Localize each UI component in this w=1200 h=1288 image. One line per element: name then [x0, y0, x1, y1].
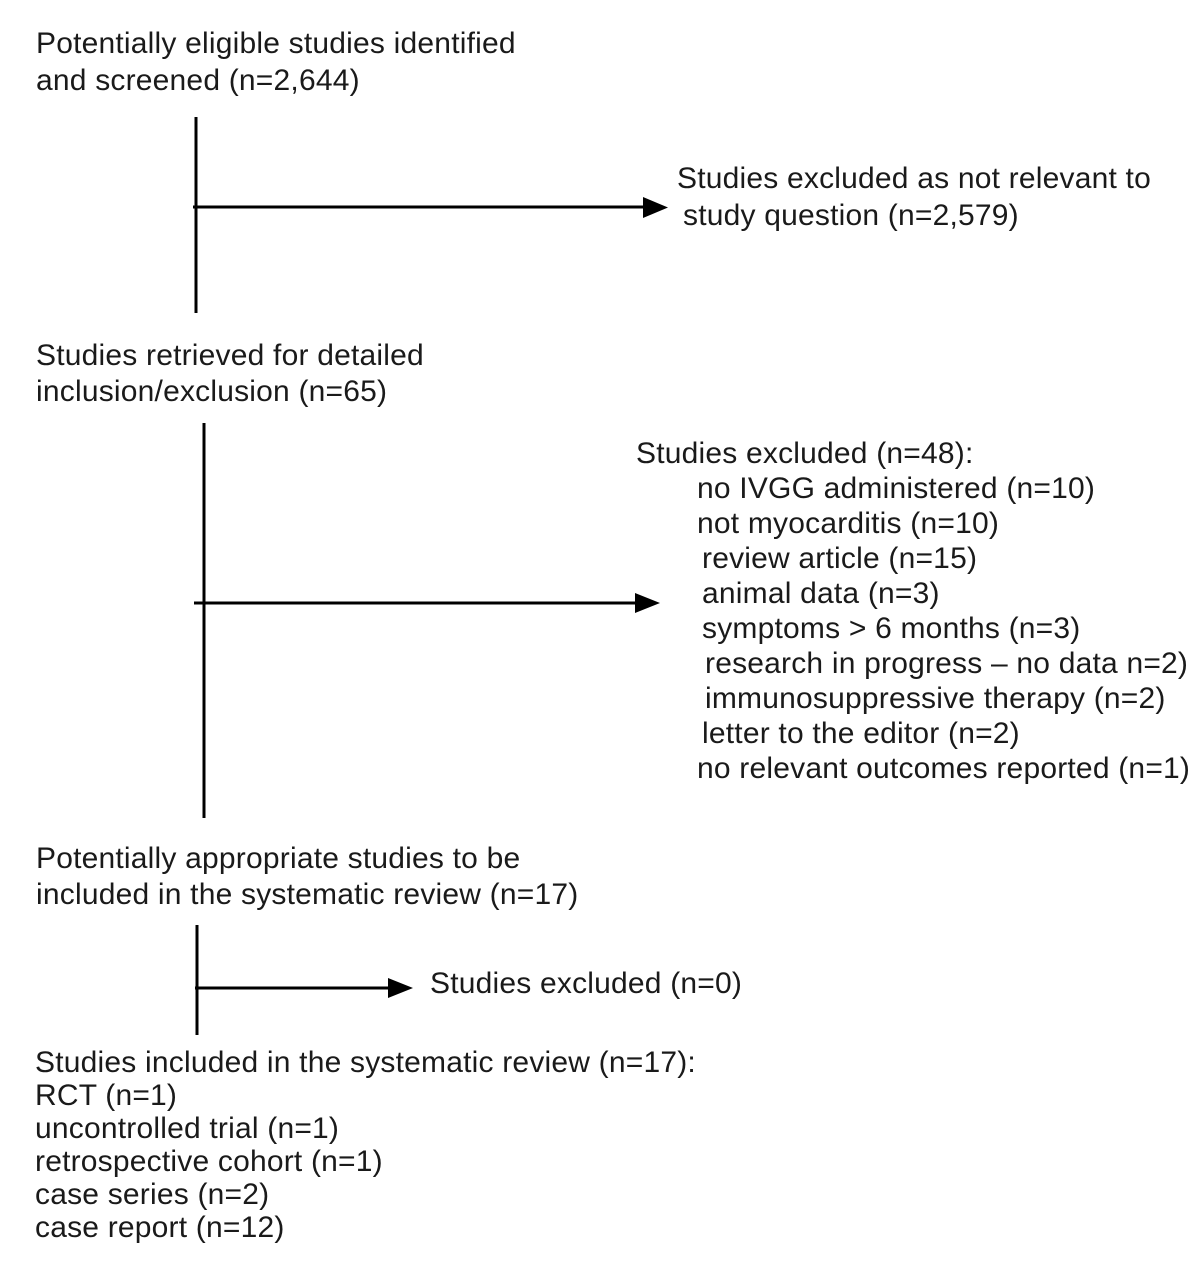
excluded-detail-item: animal data (n=3)	[702, 577, 940, 610]
included-item: case report (n=12)	[35, 1211, 285, 1244]
excluded-detail-item: letter to the editor (n=2)	[702, 717, 1020, 750]
included-item: uncontrolled trial (n=1)	[35, 1112, 340, 1145]
node-appropriate-line-1: Potentially appropriate studies to be	[36, 842, 521, 875]
excluded-detail-item: symptoms > 6 months (n=3)	[702, 612, 1081, 645]
included-item: case series (n=2)	[35, 1178, 270, 1211]
node-screened: Potentially eligible studies identified …	[36, 25, 516, 99]
excluded-detail-item: no relevant outcomes reported (n=1)	[697, 752, 1191, 785]
arrow-excluded-zero-head	[388, 978, 413, 998]
node-screened-line-2: and screened (n=2,644)	[36, 64, 360, 97]
arrow-excluded-not-relevant-head	[643, 197, 668, 218]
node-excluded-zero-label: Studies excluded (n=0)	[430, 967, 743, 1000]
node-retrieved-line-1: Studies retrieved for detailed	[36, 339, 424, 372]
excluded-detail-item: review article (n=15)	[702, 542, 978, 575]
excluded-detail-heading: Studies excluded (n=48):	[636, 437, 974, 470]
node-retrieved: Studies retrieved for detailed inclusion…	[36, 338, 424, 410]
excluded-detail-item: research in progress – no data n=2)	[705, 647, 1189, 680]
node-excluded-detail: Studies excluded (n=48): no IVGG adminis…	[636, 436, 1190, 786]
included-heading: Studies included in the systematic revie…	[35, 1046, 696, 1079]
excluded-detail-item: immunosuppressive therapy (n=2)	[705, 682, 1166, 715]
node-excluded-not-relevant: Studies excluded as not relevant to stud…	[677, 160, 1151, 234]
node-retrieved-line-2: inclusion/exclusion (n=65)	[36, 375, 388, 408]
node-excluded-zero: Studies excluded (n=0)	[430, 965, 742, 1002]
node-appropriate: Potentially appropriate studies to be in…	[36, 841, 578, 913]
node-screened-line-1: Potentially eligible studies identified	[36, 27, 516, 60]
node-excluded-not-relevant-line-2: study question (n=2,579)	[683, 199, 1019, 232]
excluded-detail-item: not myocarditis (n=10)	[697, 507, 1000, 540]
node-appropriate-line-2: included in the systematic review (n=17)	[36, 878, 579, 911]
node-included: Studies included in the systematic revie…	[35, 1046, 696, 1244]
included-item: retrospective cohort (n=1)	[35, 1145, 383, 1178]
excluded-detail-item: no IVGG administered (n=10)	[697, 472, 1096, 505]
arrow-excluded-detail-head	[635, 593, 660, 613]
included-item: RCT (n=1)	[35, 1079, 178, 1112]
node-excluded-not-relevant-line-1: Studies excluded as not relevant to	[677, 162, 1151, 195]
